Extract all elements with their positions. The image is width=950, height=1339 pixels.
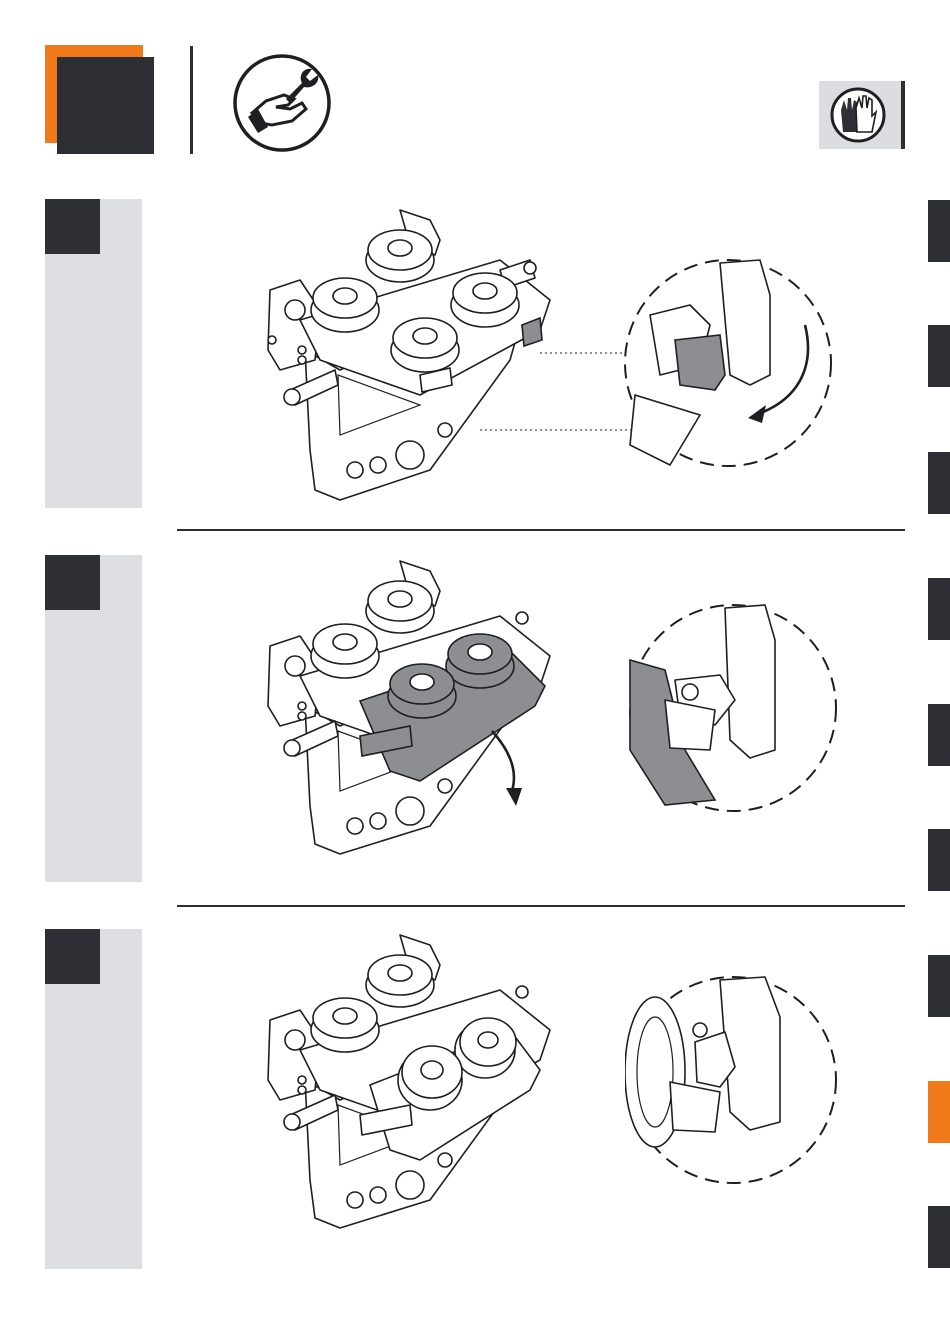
side-tab-9[interactable] xyxy=(928,1206,950,1268)
side-tab-6[interactable] xyxy=(928,829,950,891)
step-3-badge xyxy=(45,929,100,984)
step-3-roller-unit xyxy=(260,930,560,1230)
side-tab-5[interactable] xyxy=(928,704,950,766)
step-1-detail-view xyxy=(470,255,840,470)
side-tab-8-active[interactable] xyxy=(928,1081,950,1143)
protective-gloves-icon xyxy=(827,86,889,144)
step-2-detail-view xyxy=(625,600,840,815)
step-2-roller-unit xyxy=(260,556,560,856)
service-hand-wrench-icon xyxy=(232,53,332,153)
step-divider-1 xyxy=(177,529,905,531)
header-divider xyxy=(190,46,193,154)
chapter-badge xyxy=(57,57,154,154)
side-tab-7[interactable] xyxy=(928,955,950,1017)
side-tab-4[interactable] xyxy=(928,578,950,640)
step-2-badge xyxy=(45,555,100,610)
step-1-badge xyxy=(45,199,100,254)
step-divider-2 xyxy=(177,905,905,907)
step-3-detail-view xyxy=(625,972,840,1187)
side-tab-3[interactable] xyxy=(928,452,950,514)
side-tab-2[interactable] xyxy=(928,325,950,387)
side-tab-1[interactable] xyxy=(928,200,950,262)
ppe-panel-edge xyxy=(901,81,905,149)
